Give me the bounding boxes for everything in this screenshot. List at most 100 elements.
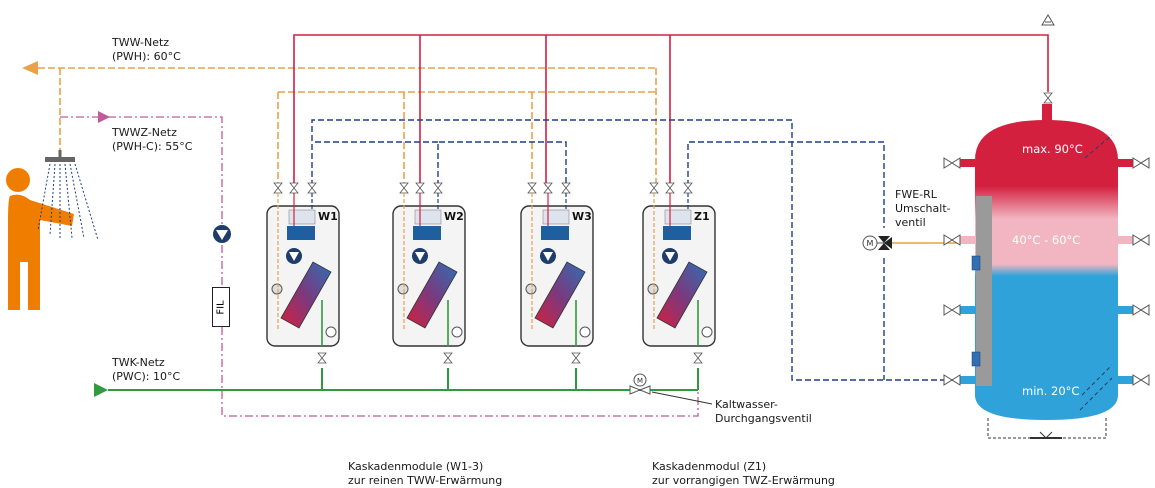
tank-port-right bbox=[1118, 376, 1133, 384]
tank-valve-icon bbox=[1140, 157, 1150, 169]
tank-port-right bbox=[1118, 236, 1133, 244]
fwe-rl-line2: Umschalt- bbox=[895, 202, 951, 215]
valve-icon bbox=[433, 182, 443, 189]
tank-valve-icon bbox=[1132, 304, 1142, 316]
controller-display bbox=[414, 209, 442, 225]
twk-inlet-arrow bbox=[94, 383, 108, 397]
controller-unit bbox=[413, 226, 441, 240]
tww-netz-title: TWW-Netz bbox=[112, 36, 170, 49]
svg-text:M: M bbox=[867, 239, 874, 248]
motor-valve-icon bbox=[325, 326, 337, 338]
pump-arrow-icon bbox=[289, 252, 299, 261]
valve-icon bbox=[307, 182, 317, 189]
kaltwasser-line1: Kaltwasser- bbox=[715, 398, 778, 411]
valve-icon bbox=[273, 187, 283, 194]
kaskade-z-line2: zur vorrangigen TWZ-Erwärmung bbox=[652, 474, 835, 487]
twwz-inlet-arrow bbox=[98, 111, 110, 123]
tww-netz-label: TWW-Netz (PWH): 60°C bbox=[112, 36, 181, 64]
fwe-rl-valve: M bbox=[862, 235, 975, 251]
tank-valve-icon bbox=[943, 304, 953, 316]
module-w2 bbox=[392, 182, 466, 364]
twwz-network bbox=[60, 116, 699, 417]
tank-valve-icon bbox=[951, 234, 961, 246]
valve-icon bbox=[527, 187, 537, 194]
tank-bottom-temp: min. 20°C bbox=[1022, 384, 1080, 398]
controller-display bbox=[288, 209, 316, 225]
storage-tank bbox=[943, 14, 1150, 439]
tank-valve-icon bbox=[1140, 304, 1150, 316]
tank-valve-icon bbox=[951, 304, 961, 316]
tww-network bbox=[38, 67, 657, 186]
twk-netz-title: TWK-Netz bbox=[112, 356, 165, 369]
filter-box: FIL bbox=[212, 287, 230, 327]
tank-port-left bbox=[960, 236, 975, 244]
fwe-rl-line1: FWE-RL bbox=[895, 188, 937, 201]
filter-pump bbox=[213, 225, 231, 243]
valve-icon bbox=[307, 187, 317, 194]
valve-icon bbox=[415, 182, 425, 189]
valve-icon bbox=[527, 182, 537, 189]
valve-icon bbox=[683, 182, 693, 189]
valve-icon bbox=[273, 182, 283, 189]
tww-outlet-arrow bbox=[22, 61, 38, 75]
twwz-netz-title: TWWZ-Netz bbox=[112, 126, 177, 139]
valve-icon bbox=[649, 182, 659, 189]
valve-icon bbox=[693, 352, 703, 359]
valve-icon bbox=[433, 187, 443, 194]
module-w1 bbox=[266, 182, 340, 364]
tank-port-left bbox=[960, 159, 975, 167]
valve-icon bbox=[1043, 97, 1053, 104]
tank-valve-icon bbox=[943, 234, 953, 246]
valve-icon bbox=[561, 182, 571, 189]
valve-icon bbox=[693, 357, 703, 364]
module-name-w1: W1 bbox=[318, 210, 338, 223]
tank-valve-icon bbox=[1140, 234, 1150, 246]
valve-icon bbox=[543, 187, 553, 194]
tank-valve-icon bbox=[943, 374, 953, 386]
kaltwasser-label: Kaltwasser- Durchgangsventil bbox=[715, 398, 812, 426]
modules-layer bbox=[266, 182, 716, 364]
tank-valve-icon bbox=[951, 157, 961, 169]
heat-exchanger-icon bbox=[534, 261, 586, 329]
tank-port-right bbox=[1118, 159, 1133, 167]
svg-text:M: M bbox=[637, 377, 643, 385]
tank-mid-temp: 40°C - 60°C bbox=[1012, 233, 1081, 247]
pump-arrow-icon bbox=[415, 252, 425, 261]
motor-valve-icon bbox=[579, 326, 591, 338]
controller-unit bbox=[541, 226, 569, 240]
motor-valve-icon bbox=[701, 326, 713, 338]
module-name-w2: W2 bbox=[444, 210, 464, 223]
pump-arrow-icon bbox=[665, 252, 675, 261]
sensor-icon bbox=[525, 283, 537, 295]
twk-netz-label: TWK-Netz (PWC): 10°C bbox=[112, 356, 180, 384]
valve-icon bbox=[561, 187, 571, 194]
module-z1 bbox=[642, 182, 716, 364]
valve-icon bbox=[665, 187, 675, 194]
pump-arrow-icon bbox=[543, 252, 553, 261]
tww-netz-temp: (PWH): 60°C bbox=[112, 50, 181, 63]
kaskade-z-line1: Kaskadenmodul (Z1) bbox=[652, 460, 767, 473]
twk-network bbox=[108, 368, 699, 391]
valve-icon bbox=[683, 187, 693, 194]
kaltwasser-valve: M bbox=[629, 373, 713, 405]
controller-display bbox=[664, 209, 692, 225]
module-name-w3: W3 bbox=[572, 210, 592, 223]
shower-icon bbox=[37, 150, 99, 241]
tank-valve-icon bbox=[1132, 374, 1142, 386]
heat-exchanger-icon bbox=[280, 261, 332, 329]
kaskade-z-caption: Kaskadenmodul (Z1) zur vorrangigen TWZ-E… bbox=[652, 460, 835, 488]
heat-exchanger-icon bbox=[656, 261, 708, 329]
fwe-rl-label: FWE-RL Umschalt- ventil bbox=[895, 188, 951, 230]
valve-icon bbox=[571, 357, 581, 364]
kaskade-w-caption: Kaskadenmodule (W1-3) zur reinen TWW-Erw… bbox=[348, 460, 502, 488]
sensor-icon bbox=[647, 283, 659, 295]
filter-label: FIL bbox=[215, 299, 227, 315]
twwz-netz-temp: (PWH-C): 55°C bbox=[112, 140, 193, 153]
heat-exchanger-icon bbox=[406, 261, 458, 329]
valve-icon bbox=[289, 187, 299, 194]
module-w3 bbox=[520, 182, 594, 364]
kaskade-w-line1: Kaskadenmodule (W1-3) bbox=[348, 460, 484, 473]
tank-valve-icon bbox=[951, 374, 961, 386]
valve-icon bbox=[665, 182, 675, 189]
sensor-icon bbox=[271, 283, 283, 295]
